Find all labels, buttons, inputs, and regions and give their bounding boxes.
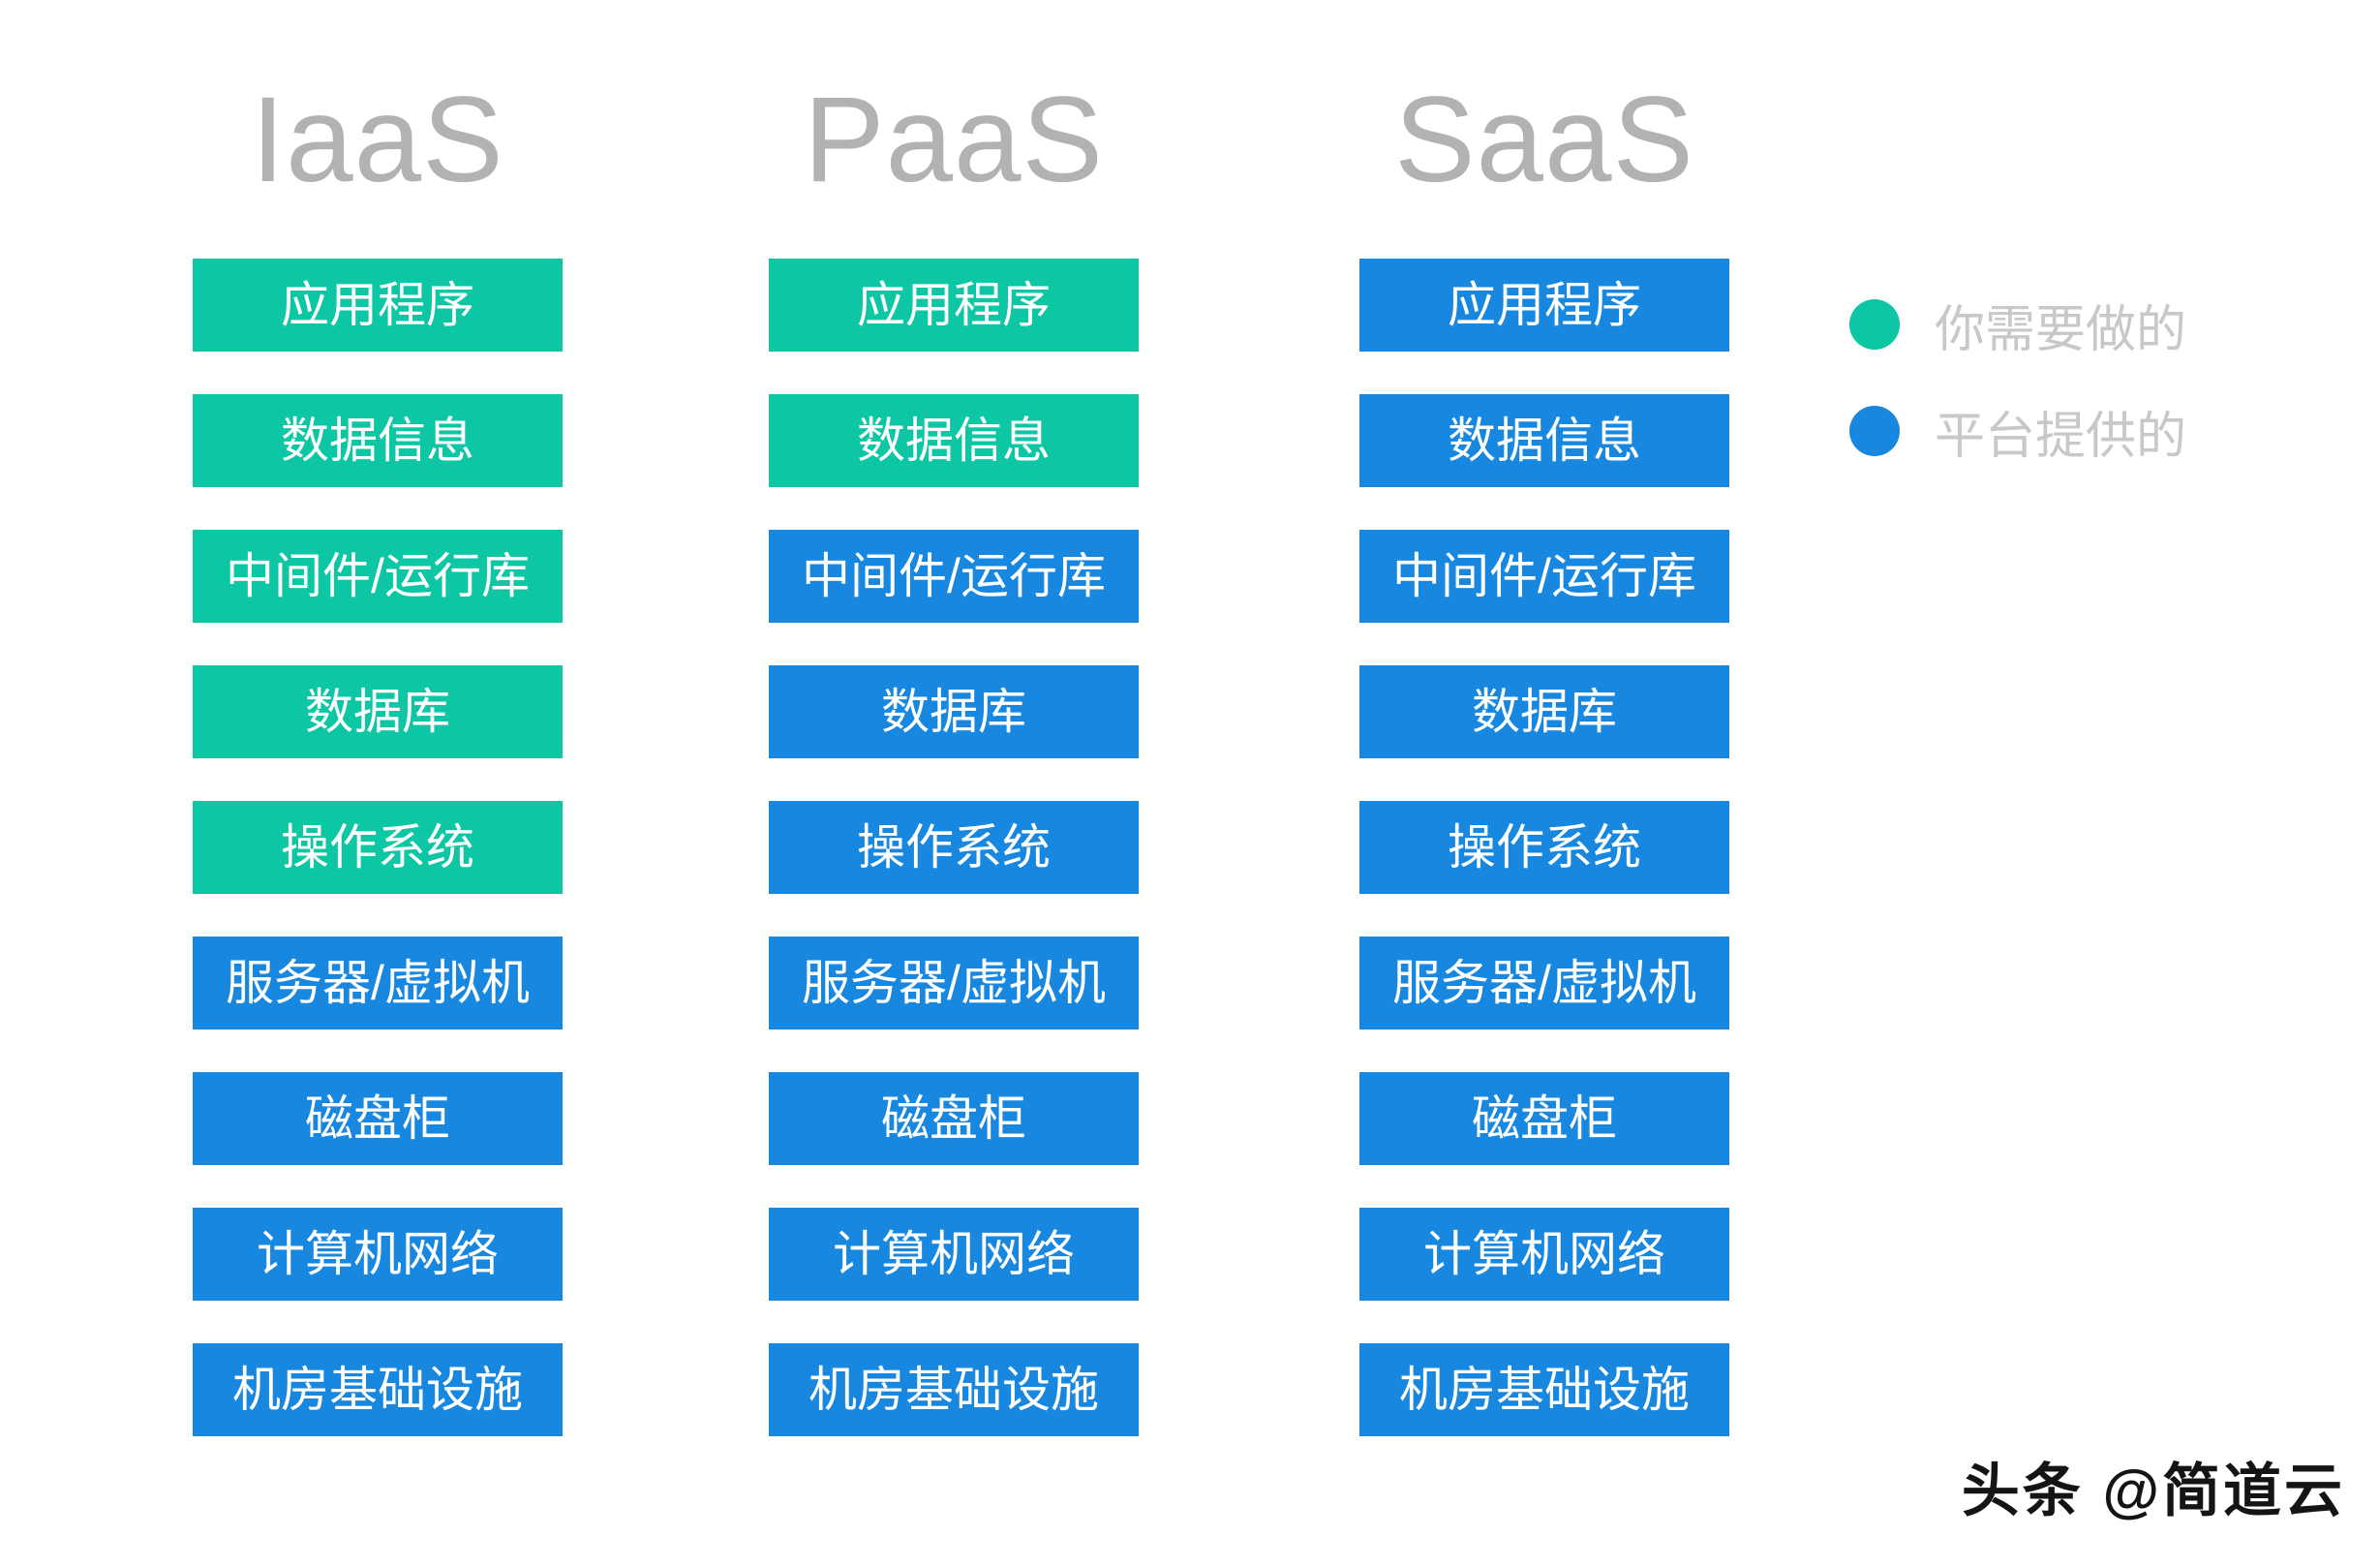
layer-box-iaas-5: 服务器/虚拟机 [193,937,563,1029]
column-saas: SaaS 应用程序数据信息中间件/运行库数据库操作系统服务器/虚拟机磁盘柜计算机… [1359,68,1729,1479]
watermark: 头条 @简道云 [1961,1459,2345,1523]
layer-box-iaas-4: 操作系统 [193,801,563,894]
legend-label-platform: 平台提供的 [1935,408,2187,465]
column-paas: PaaS 应用程序数据信息中间件/运行库数据库操作系统服务器/虚拟机磁盘柜计算机… [769,68,1139,1479]
column-iaas: IaaS 应用程序数据信息中间件/运行库数据库操作系统服务器/虚拟机磁盘柜计算机… [193,68,563,1479]
layer-box-saas-3: 数据库 [1359,665,1729,758]
column-title-paas: PaaS [804,73,1104,207]
column-title-saas: SaaS [1394,73,1694,207]
legend-label-user: 你需要做的 [1935,301,2187,358]
layer-box-paas-4: 操作系统 [769,801,1139,894]
layer-box-saas-2: 中间件/运行库 [1359,530,1729,623]
layer-box-iaas-3: 数据库 [193,665,563,758]
layer-box-paas-2: 中间件/运行库 [769,530,1139,623]
layer-box-saas-4: 操作系统 [1359,801,1729,894]
layer-box-saas-8: 机房基础设施 [1359,1343,1729,1436]
layer-box-iaas-2: 中间件/运行库 [193,530,563,623]
layer-box-iaas-8: 机房基础设施 [193,1343,563,1436]
layer-box-iaas-6: 磁盘柜 [193,1072,563,1165]
legend-item-user: 你需要做的 [1849,298,2186,358]
layer-box-paas-8: 机房基础设施 [769,1343,1139,1436]
layer-box-iaas-0: 应用程序 [193,259,563,352]
column-boxes: 应用程序数据信息中间件/运行库数据库操作系统服务器/虚拟机磁盘柜计算机网络机房基… [769,259,1139,1436]
legend: 你需要做的 平台提供的 [1849,298,2186,511]
layer-box-paas-7: 计算机网络 [769,1208,1139,1301]
layer-box-saas-6: 磁盘柜 [1359,1072,1729,1165]
layer-box-iaas-1: 数据信息 [193,394,563,487]
column-boxes: 应用程序数据信息中间件/运行库数据库操作系统服务器/虚拟机磁盘柜计算机网络机房基… [193,259,563,1436]
layer-box-paas-0: 应用程序 [769,259,1139,352]
column-boxes: 应用程序数据信息中间件/运行库数据库操作系统服务器/虚拟机磁盘柜计算机网络机房基… [1359,259,1729,1436]
layer-box-paas-6: 磁盘柜 [769,1072,1139,1165]
column-title-iaas: IaaS [251,73,504,207]
layer-box-saas-7: 计算机网络 [1359,1208,1729,1301]
layer-box-paas-5: 服务器/虚拟机 [769,937,1139,1029]
legend-dot-user-icon [1849,299,1900,350]
layer-box-saas-1: 数据信息 [1359,394,1729,487]
layer-box-iaas-7: 计算机网络 [193,1208,563,1301]
layer-box-saas-5: 服务器/虚拟机 [1359,937,1729,1029]
legend-dot-platform-icon [1849,406,1900,456]
layer-box-paas-1: 数据信息 [769,394,1139,487]
layer-box-paas-3: 数据库 [769,665,1139,758]
legend-item-platform: 平台提供的 [1849,405,2186,465]
layer-box-saas-0: 应用程序 [1359,259,1729,352]
